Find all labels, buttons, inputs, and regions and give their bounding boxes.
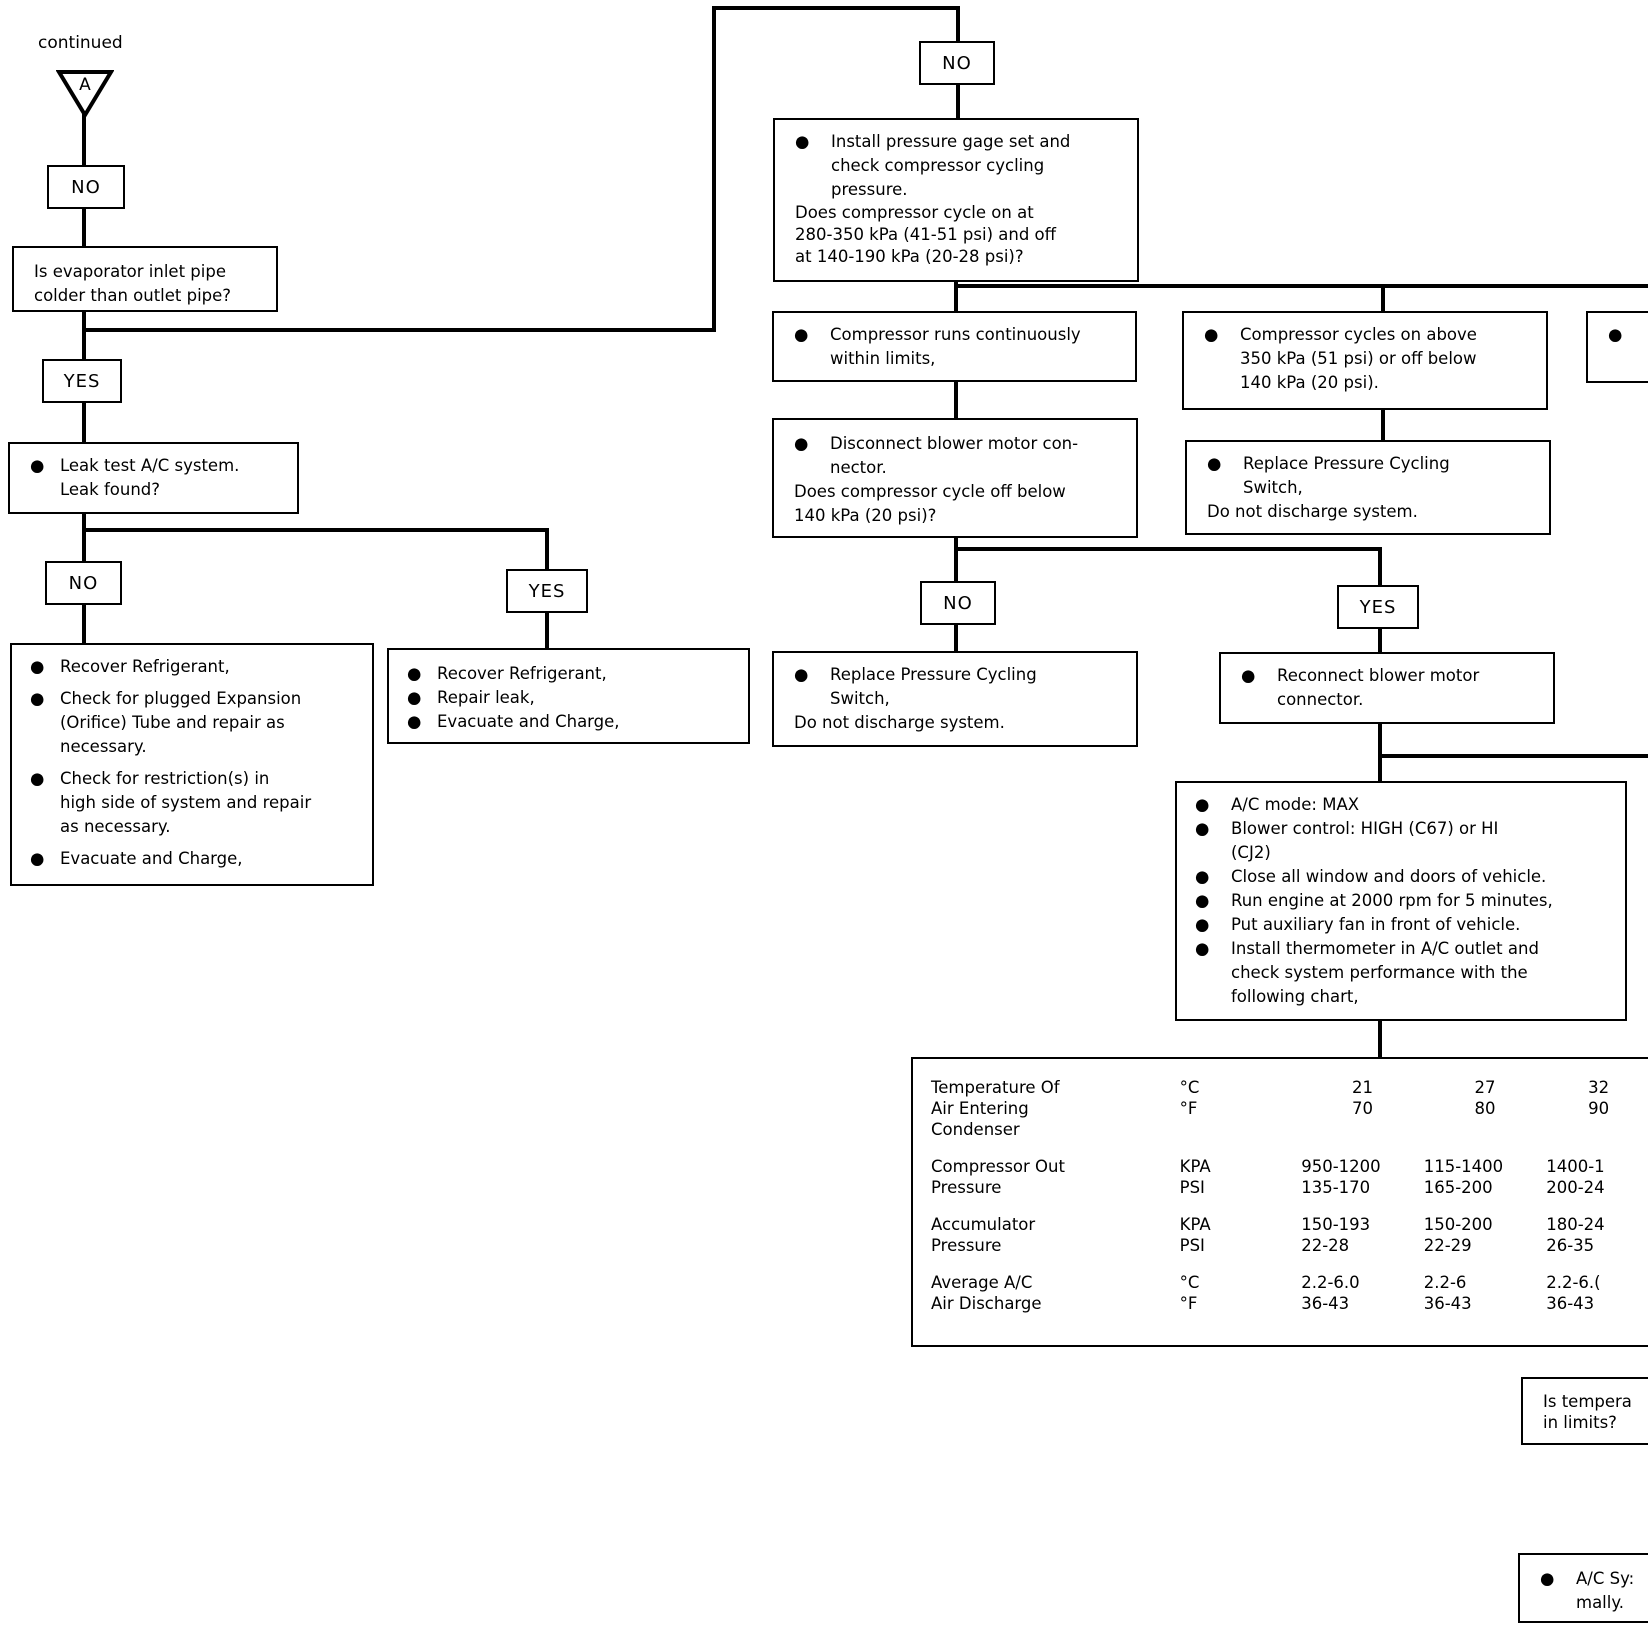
bullet-item: ●Disconnect blower motor con- nector. [794,434,1079,477]
bullet-item: ●Close all window and doors of vehicle. [1195,867,1547,886]
table-row: Accumulator Pressure KPA PSI 150-193 22-… [931,1215,1605,1255]
bullet-item: ● [1608,325,1623,344]
connector-letter: A [79,75,91,95]
bullet-item: ●Recover Refrigerant, [407,664,607,683]
no-label-top-left: NO [47,165,125,209]
bullet-item: ●Recover Refrigerant, [30,657,230,676]
no-label-blower: NO [920,581,996,625]
no-discharge-note: Do not discharge system. [794,713,1005,732]
bullet-item: ●Leak test A/C system. Leak found? [30,456,240,499]
recover-refrigerant-yes-box: ●Recover Refrigerant, ●Repair leak, ●Eva… [387,648,750,744]
ac-setup-box: ●A/C mode: MAX ●Blower control: HIGH (C6… [1175,781,1627,1021]
replace-switch-box-right: ●Replace Pressure Cycling Switch, Do not… [1185,440,1551,535]
off-page-connector-a: A [56,69,114,121]
bullet-item: ●Compressor cycles on above 350 kPa (51 … [1204,325,1477,392]
bullet-item: ●Check for plugged Expansion (Orifice) T… [30,689,302,756]
temperature-question-text: Is tempera in limits? [1543,1392,1632,1432]
yes-label-evap: YES [42,359,122,403]
bullet-item: ●Check for restriction(s) in high side o… [30,769,312,836]
cycling-question-text: Does compressor cycle on at 280-350 kPa … [795,203,1057,266]
bullet-item: ●Repair leak, [407,688,535,707]
yes-label-leak: YES [506,569,588,613]
bullet-item: ●Replace Pressure Cycling Switch, [794,665,1037,708]
runs-continuously-box: ●Compressor runs continuously within lim… [772,311,1137,382]
no-discharge-note: Do not discharge system. [1207,502,1418,521]
leak-test-box: ●Leak test A/C system. Leak found? [8,442,299,514]
no-label-top-mid: NO [919,41,995,85]
table-row: Average A/C Air Discharge °C °F 2.2-6.0 … [931,1273,1601,1313]
no-label-leak: NO [45,561,122,605]
table-row: Temperature Of Air Entering Condenser °C… [931,1078,1610,1139]
bullet-item: ●Install pressure gage set and check com… [795,132,1071,199]
triangle-icon [56,70,114,119]
pressure-gage-box: ●Install pressure gage set and check com… [773,118,1139,282]
bullet-item: ●Install thermometer in A/C outlet and c… [1195,939,1539,1006]
bullet-item: ●Blower control: HIGH (C67) or HI (CJ2) [1195,819,1499,862]
table-row: Compressor Out Pressure KPA PSI 950-1200… [931,1157,1605,1197]
cycles-above-box: ●Compressor cycles on above 350 kPa (51 … [1182,311,1548,410]
bullet-item: ●A/C Sy: mally. [1540,1569,1635,1612]
yes-label-blower: YES [1337,585,1419,629]
cycle-off-question-text: Does compressor cycle off below 140 kPa … [794,482,1066,525]
performance-table-box: Temperature Of Air Entering Condenser °C… [911,1057,1648,1347]
disconnect-blower-box: ●Disconnect blower motor con- nector. Do… [772,418,1138,538]
temperature-question-box: Is tempera in limits? [1521,1377,1648,1445]
bullet-item: ●Reconnect blower motor connector. [1241,666,1480,709]
bullet-item: ●Run engine at 2000 rpm for 5 minutes, [1195,891,1553,910]
bullet-item: ●Replace Pressure Cycling Switch, [1207,454,1450,497]
ac-system-box: ●A/C Sy: mally. [1518,1553,1648,1623]
reconnect-blower-box: ●Reconnect blower motor connector. [1219,652,1555,724]
offscreen-branch-box: ● [1586,311,1648,383]
bullet-item: ●Compressor runs continuously within lim… [794,325,1081,368]
bullet-item: ●Evacuate and Charge, [407,712,620,731]
performance-table: Temperature Of Air Entering Condenser °C… [931,1077,1648,1314]
evaporator-question-text: Is evaporator inlet pipe colder than out… [34,262,232,305]
bullet-item: ●A/C mode: MAX [1195,795,1360,814]
bullet-item: ●Put auxiliary fan in front of vehicle. [1195,915,1521,934]
recover-refrigerant-no-box: ●Recover Refrigerant, ●Check for plugged… [10,643,374,886]
bullet-item: ●Evacuate and Charge, [30,849,243,868]
replace-switch-box-left: ●Replace Pressure Cycling Switch, Do not… [772,651,1138,747]
continued-caption: continued [38,33,123,53]
evaporator-question-box: Is evaporator inlet pipe colder than out… [12,246,278,312]
